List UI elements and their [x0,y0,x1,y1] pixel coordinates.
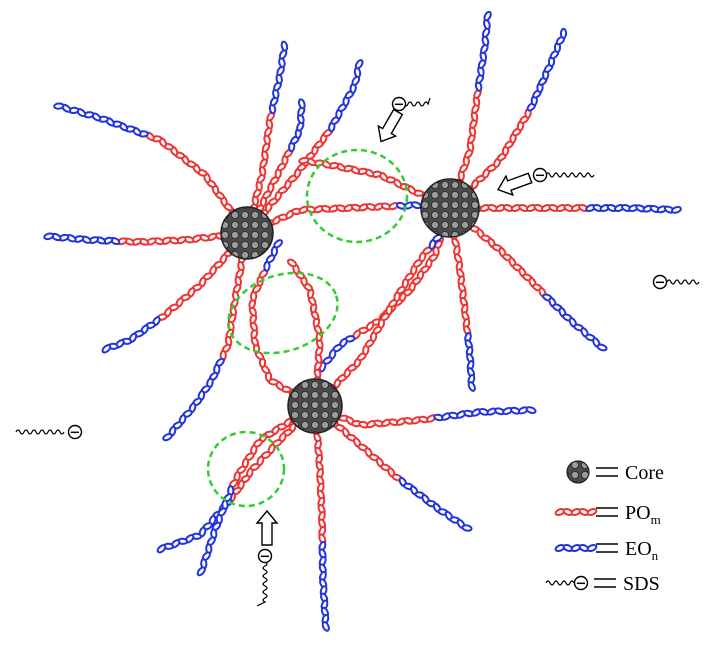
overlap-regions [206,148,409,508]
eo-segment [596,343,608,352]
legend-core-symbol [566,460,590,484]
sds-molecules: − − − − − [15,96,700,607]
legend-sds-label: SDS [623,573,660,595]
arrow-bottom [255,509,279,546]
eo-segment [156,544,167,554]
ion-sign: − [260,550,271,565]
core-right [420,178,480,238]
eo-segment [410,201,422,210]
bottom-micelle-arm-8 [313,233,443,409]
overlap-circle-middle [227,271,339,355]
sds-approach-arrows [255,108,533,546]
left-micelle-arm-1 [53,102,251,235]
eo-segment [53,102,65,110]
ion-sign: − [576,577,587,592]
eo-segment [162,432,173,442]
core-left [220,206,274,260]
overlap-circle-top [305,148,409,244]
sds-molecule-bottom: − [256,548,273,607]
eo-segment [101,344,112,354]
legend-eo-symbol [554,544,598,552]
eo-segment [467,381,476,392]
arrow-right [497,172,533,197]
copolymer-chains [43,10,682,632]
legend-core: Core [566,460,664,484]
bottom-micelle-arm-3 [311,404,330,632]
eo-segment [273,239,283,249]
eo-segment [321,621,330,632]
ion-sign: − [70,426,81,441]
sds-molecule-left: − [15,424,83,441]
eo-segment [586,544,598,552]
eo-segment [461,524,473,532]
legend-core-label: Core [625,462,664,484]
arrow-top [377,108,404,143]
legend-eo: EOn [554,538,659,563]
micelle-cores [220,178,480,434]
legend-eo-subscript: n [652,548,659,563]
eo-segment [280,40,289,52]
ion-sign: − [535,169,546,184]
ion-sign: − [394,98,405,113]
legend-eo-chain [554,544,598,552]
legend-po: POm [554,502,661,527]
legend-sds-head [573,575,589,591]
svg-text:EOn: EOn [625,538,659,563]
eo-segment [483,10,492,22]
left-micelle-arm-5 [43,229,249,246]
po-segment [586,508,598,516]
eo-segment [297,98,306,110]
eo-segment [43,232,55,241]
eo-segment [525,406,537,415]
po-segment [286,258,298,268]
core-bottom [287,378,343,434]
sds-molecule-top: − [391,96,431,113]
overlap-circle-bottom [206,430,286,508]
sds-molecule-far-right: − [652,274,700,291]
right-micelle-arm-5 [446,206,476,392]
bottom-micelle-arm-2 [312,404,473,532]
po-segment [298,156,310,165]
legend-po-chain [554,508,598,516]
legend: Core POm EOn − SDS [545,460,664,595]
eo-segment [670,206,682,214]
eo-segment [196,566,206,577]
legend-sds: − SDS [545,573,660,595]
eo-segment [559,27,568,40]
svg-text:POm: POm [625,502,661,527]
legend-eo-label: EO [625,538,652,560]
legend-sds-tail [545,580,575,586]
left-micelle-arm-7 [162,231,251,442]
sds-molecule-right: − [532,167,595,184]
legend-po-symbol [554,508,598,516]
ion-sign: − [655,276,666,291]
bottom-micelle-arm-1 [312,403,537,429]
legend-po-label: PO [625,502,651,524]
legend-po-subscript: m [651,512,661,527]
eo-segment [354,59,364,70]
right-micelle-arm-3 [448,204,682,214]
